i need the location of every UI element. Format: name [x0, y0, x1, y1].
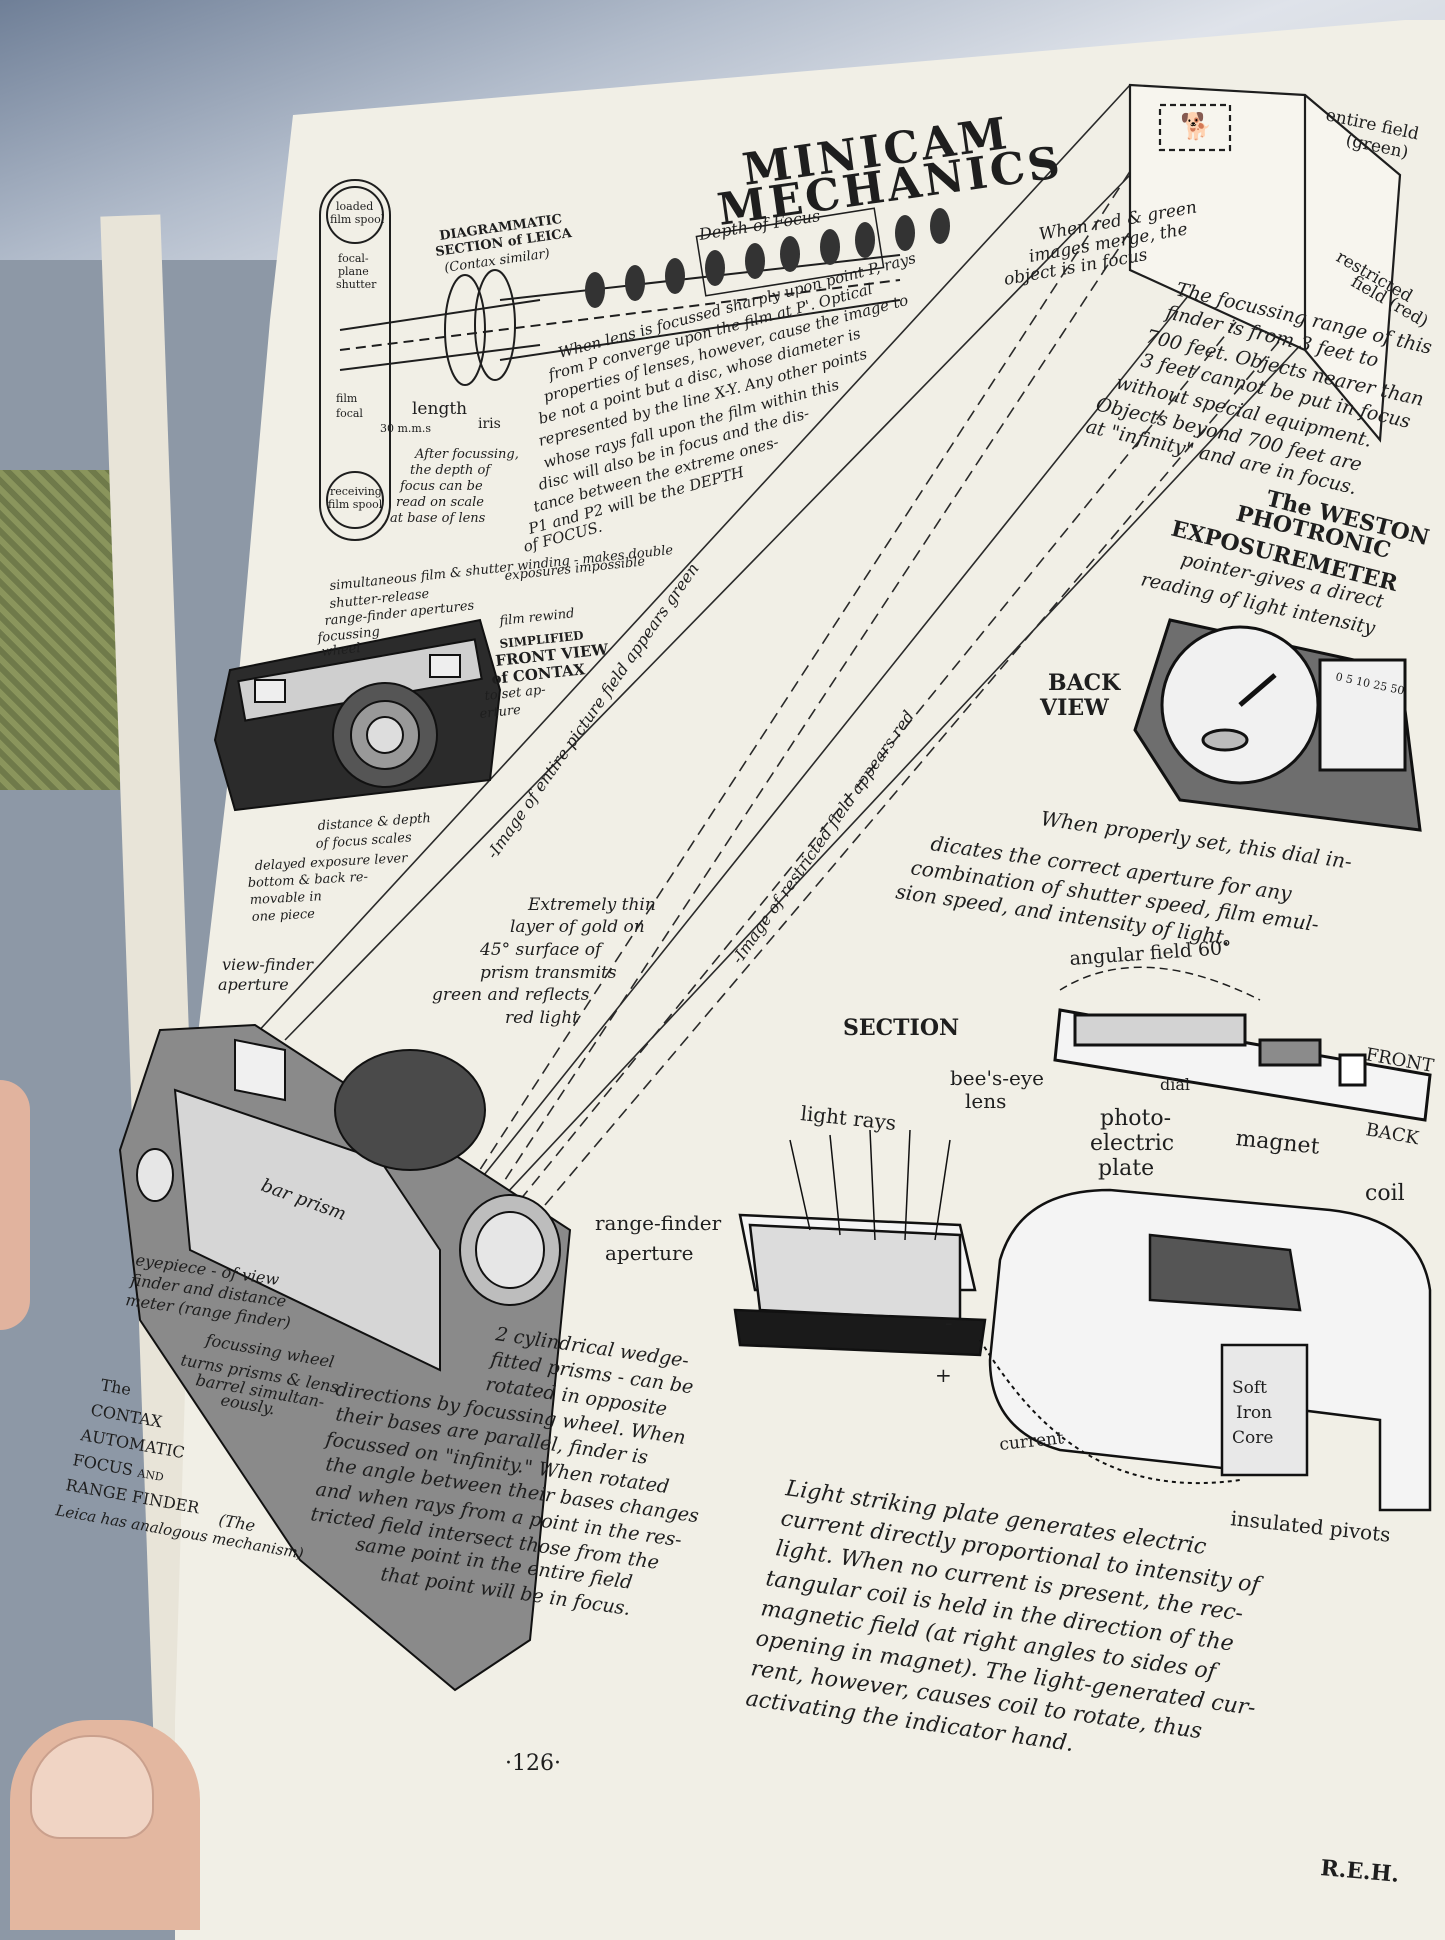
svg-text:film spool: film spool [330, 213, 385, 226]
svg-text:erture: erture [479, 703, 522, 722]
svg-text:to set ap-: to set ap- [484, 683, 547, 704]
light-ray-arrows [789, 1129, 951, 1241]
dog-figure: 🐕 [1180, 111, 1212, 142]
depth-of-focus-box [695, 207, 885, 297]
author-initials: R.E.H. [1319, 1855, 1400, 1888]
svg-text:bottom & back re-: bottom & back re- [247, 870, 368, 891]
sight-lines [254, 84, 1396, 1206]
svg-text:45° surface of: 45° surface of [479, 940, 604, 960]
svg-text:focal-: focal- [338, 252, 369, 265]
svg-text:focussing: focussing [316, 625, 381, 647]
meter-section [1053, 1008, 1432, 1122]
photo-label-3: plate [1098, 1156, 1154, 1181]
back-view-label-2: VIEW [1039, 695, 1109, 721]
svg-text:CONTAX: CONTAX [89, 1400, 164, 1431]
current-label: current [998, 1428, 1064, 1455]
bees-eye-label: bee's-eye [950, 1066, 1044, 1090]
svg-text:After focussing,: After focussing, [414, 447, 519, 462]
svg-text:distance & depth: distance & depth [317, 811, 431, 834]
svg-text:The: The [99, 1375, 132, 1399]
leica-explanation: When lens is focussed sharply upon point… [521, 249, 918, 556]
svg-text:focus can be: focus can be [399, 479, 483, 494]
meter-back-view [1133, 618, 1422, 832]
wedge-prisms-text: 2 cylindrical wedge- fitted prisms - can… [309, 1323, 700, 1620]
back-view-label: BACK [1048, 670, 1121, 696]
svg-text:one piece: one piece [251, 907, 315, 925]
svg-text:film spool: film spool [328, 498, 383, 511]
tree-row [585, 208, 950, 308]
svg-text:aperture: aperture [218, 975, 289, 994]
svg-text:movable in: movable in [249, 889, 322, 908]
length-label: length [412, 399, 467, 419]
svg-text:film: film [336, 392, 358, 405]
dial-text: When properly set, this dial in- dicates… [894, 806, 1353, 950]
gold-layer-text: Extremely thin layer of gold on 45° surf… [432, 895, 656, 1028]
svg-text:wheel: wheel [321, 641, 361, 660]
back-label: BACK [1364, 1119, 1421, 1149]
light-rays-label: light rays [799, 1101, 897, 1135]
current-wire [979, 1339, 1241, 1485]
section-label: SECTION [843, 1015, 959, 1041]
weston-bottom-text: Light striking plate generates electric … [744, 1476, 1265, 1757]
insulated-pivots-label: insulated pivots [1229, 1506, 1391, 1547]
svg-text:red light: red light [505, 1008, 579, 1028]
soft-iron-label-1: Soft [1232, 1378, 1267, 1398]
simplified-front-view: SIMPLIFIED FRONT VIEW of CONTAX [491, 628, 611, 688]
svg-text:the depth of: the depth of [410, 463, 492, 478]
after-focus-text: After focussing, the depth of focus can … [390, 447, 519, 526]
background-green-fabric [0, 470, 120, 790]
coil-label: coil [1365, 1181, 1405, 1206]
angular-field-arc [1059, 966, 1261, 1001]
svg-text:read on scale: read on scale [396, 495, 484, 510]
thumbnail [30, 1735, 154, 1839]
svg-text:at base of lens: at base of lens [390, 511, 486, 526]
mm-label: 30 m.m.s [380, 422, 431, 435]
iris-label: iris [478, 416, 501, 432]
photo-label-2: electric [1090, 1131, 1174, 1156]
photo-label-1: photo- [1100, 1106, 1171, 1131]
plus-sign: + [935, 1363, 952, 1387]
soft-iron-label-3: Core [1232, 1428, 1273, 1448]
angular-field-label: angular field 60° [1069, 937, 1233, 970]
photocell [733, 1213, 987, 1357]
svg-text:of focus scales: of focus scales [315, 830, 412, 852]
svg-text:loaded: loaded [336, 200, 373, 213]
page-number: ·126· [505, 1751, 561, 1776]
field-box [1128, 83, 1402, 443]
svg-text:film rewind: film rewind [498, 606, 575, 629]
magnet-label: magnet [1234, 1126, 1320, 1160]
svg-text:focal: focal [336, 407, 363, 420]
svg-text:delayed exposure lever: delayed exposure lever [254, 851, 408, 874]
svg-text:Extremely thin: Extremely thin [527, 895, 656, 915]
soft-iron-label-2: Iron [1236, 1403, 1272, 1423]
left-hand-thumb [0, 1080, 30, 1330]
contax-camera [213, 618, 502, 812]
rf-aperture-label-2: aperture [605, 1241, 693, 1265]
svg-text:green and reflects: green and reflects [432, 985, 590, 1005]
rf-aperture-label: range-finder [595, 1211, 722, 1235]
minus-sign: - [945, 1311, 952, 1336]
focussing-wheel-text: focussing wheel turns prisms & lens barr… [179, 1330, 340, 1418]
leica-heading: DIAGRAMMATIC SECTION of LEICA (Contax si… [434, 212, 573, 276]
rangefinder-body [118, 1023, 572, 1692]
svg-text:view-finder: view-finder [222, 955, 314, 974]
leica-labels: loaded film spool focal- plane shutter f… [328, 200, 385, 511]
svg-text:prism transmits: prism transmits [480, 963, 617, 983]
dial-label: dial [1160, 1075, 1190, 1094]
magnet-housing [988, 1188, 1432, 1512]
svg-text:shutter: shutter [336, 278, 377, 291]
svg-text:plane: plane [338, 265, 369, 278]
bees-eye-label-2: lens [965, 1089, 1006, 1113]
svg-text:layer of gold on: layer of gold on [510, 917, 645, 937]
svg-text:receiving: receiving [330, 485, 382, 498]
